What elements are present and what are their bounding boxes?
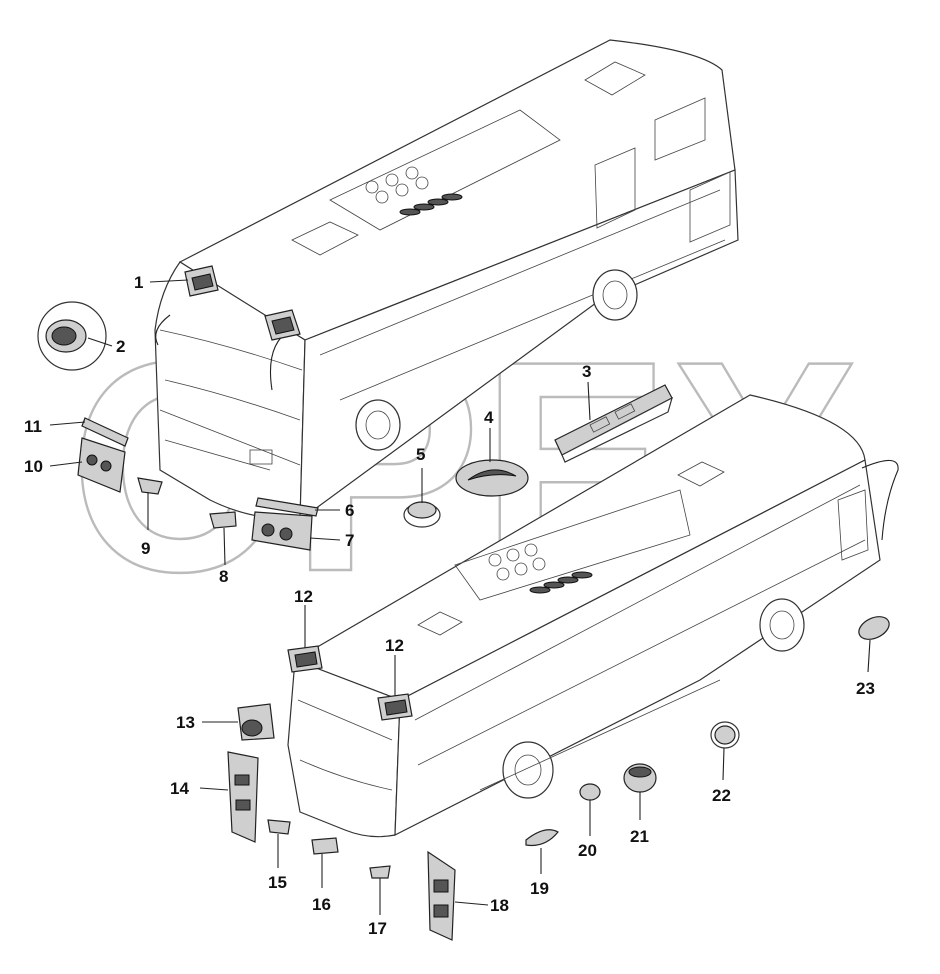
callout-12b: 12	[385, 636, 404, 655]
part-12-marker-lamp-upper	[264, 309, 301, 341]
part-13-fog-lamp	[237, 703, 275, 741]
leader-lines	[49, 279, 871, 915]
bus-upper	[154, 39, 739, 522]
callout-10: 10	[24, 457, 43, 476]
part-12-marker-lamp-lower-right	[377, 693, 413, 721]
callout-11: 11	[24, 417, 42, 436]
part-21-side-lamp-round	[623, 763, 657, 793]
part-11-light-strip-left	[81, 417, 129, 447]
part-5-horn	[403, 501, 441, 528]
callout-2: 2	[116, 337, 125, 356]
callout-22: 22	[712, 786, 731, 805]
callout-14: 14	[170, 779, 189, 798]
callout-17: 17	[368, 919, 387, 938]
callout-7: 7	[345, 531, 354, 550]
callout-23: 23	[856, 679, 875, 698]
callout-4: 4	[484, 408, 494, 427]
callout-13: 13	[176, 713, 195, 732]
callout-8: 8	[219, 567, 228, 586]
callout-labels: 1 2 3 4 5 6 7 8 9 10 11 12 12 13 14 15 1…	[24, 273, 875, 938]
part-4-emblem	[455, 459, 529, 497]
callout-18: 18	[490, 896, 509, 915]
part-6-light-strip-right	[255, 497, 319, 517]
callout-16: 16	[312, 895, 331, 914]
part-1-marker-lamp	[184, 265, 219, 297]
part-23-side-repeater	[858, 616, 890, 640]
callout-3: 3	[582, 362, 591, 381]
part-8-lamp	[209, 511, 237, 529]
callout-1: 1	[134, 273, 143, 292]
part-9-lamp	[137, 477, 163, 495]
part-16-lamp	[311, 837, 339, 855]
part-2-detail-circle	[37, 301, 107, 371]
bus-lower	[287, 394, 899, 838]
part-22-side-marker-round	[710, 721, 740, 749]
callout-9: 9	[141, 539, 150, 558]
part-14-rear-lamp-cluster-left	[227, 751, 259, 843]
callout-6: 6	[345, 501, 354, 520]
callout-20: 20	[578, 841, 597, 860]
part-18-rear-lamp-cluster-right	[427, 850, 456, 941]
part-3-control-panel	[554, 384, 673, 463]
callout-12a: 12	[294, 587, 313, 606]
callout-5: 5	[416, 445, 425, 464]
callout-15: 15	[268, 873, 287, 892]
part-12-marker-lamp-lower-left	[287, 645, 323, 673]
part-15-lamp	[267, 819, 291, 835]
part-20-side-marker	[579, 783, 601, 801]
callout-19: 19	[530, 879, 549, 898]
part-19-side-lamp	[525, 829, 559, 847]
part-17-lamp	[369, 865, 391, 879]
callout-21: 21	[630, 827, 649, 846]
part-7-headlamp-right	[251, 511, 313, 551]
part-10-headlamp-left	[77, 437, 126, 493]
